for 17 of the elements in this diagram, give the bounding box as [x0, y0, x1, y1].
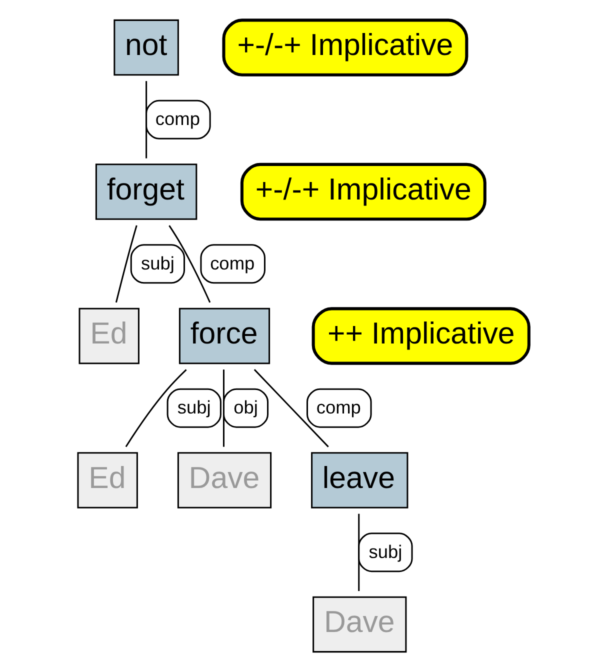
connector — [222, 370, 224, 447]
connector — [168, 225, 210, 303]
connector — [358, 514, 360, 592]
connector — [114, 225, 137, 303]
edge-label: subj — [176, 398, 210, 418]
node-label: ++ Implicative — [326, 318, 514, 351]
node-label: +-/-+ Implicative — [254, 173, 471, 206]
connector — [253, 369, 328, 448]
edge-label: comp — [154, 109, 200, 130]
edge-label: comp — [210, 253, 254, 274]
edge-label: subj — [140, 253, 174, 274]
edge-label: obj — [233, 398, 258, 418]
node-label: +-/-+ Implicative — [236, 29, 453, 62]
connector — [145, 81, 147, 158]
connector — [124, 369, 186, 448]
edge-label: subj — [368, 542, 402, 562]
edge-label: comp — [316, 398, 360, 418]
